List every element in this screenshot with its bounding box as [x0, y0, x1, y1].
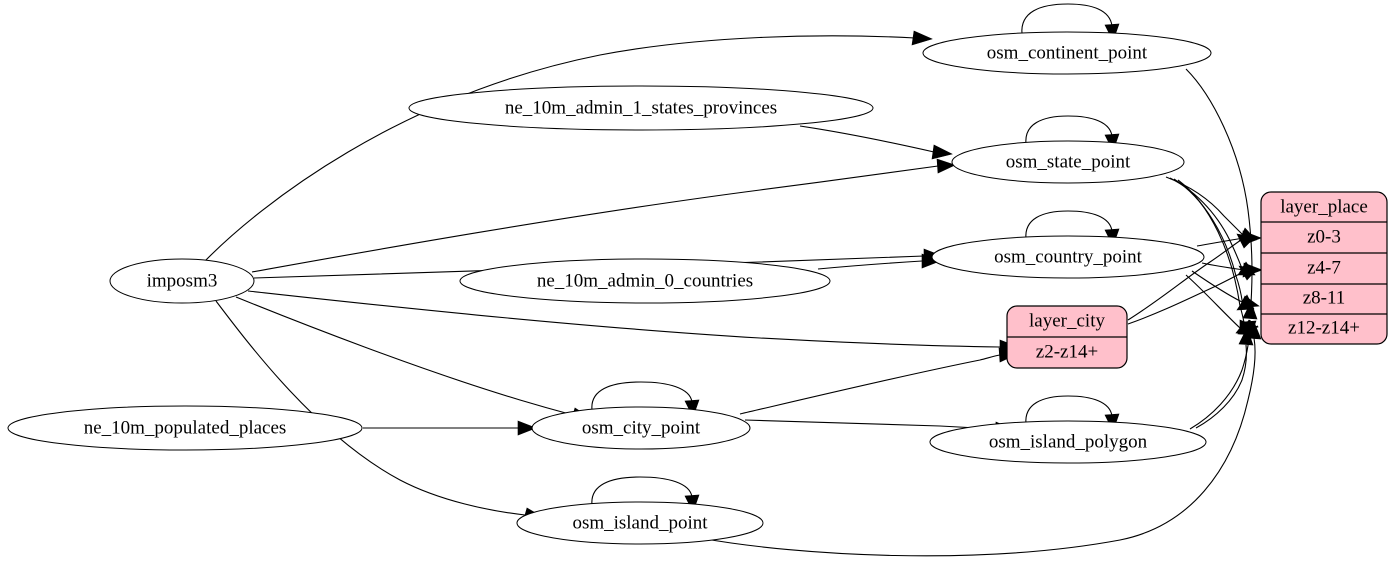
node-label: osm_city_point [582, 417, 701, 438]
edge-layer-city-to-layer-place-z4-7 [1127, 271, 1244, 325]
edge-imposm3-to-osm-island-point [215, 300, 526, 516]
layer-place-row-z4-7[interactable]: z4-7 [1307, 257, 1341, 278]
node-osm-city-point[interactable]: osm_city_point [531, 406, 751, 450]
edge-layer-city-to-layer-place-z0-3 [1127, 239, 1242, 321]
edge-ne-admin-0-countries-to-osm-country-point [817, 260, 923, 270]
node-osm-country-point[interactable]: osm_country_point [931, 235, 1205, 279]
edge-imposm3-to-osm-continent-point [204, 35, 916, 262]
edge-osm-country-point-to-layer-place-z0-3 [1196, 237, 1245, 247]
edge-osm-country-point-to-layer-place-z12-z14 [1185, 274, 1241, 329]
node-ne-10m-admin-1-states-provinces[interactable]: ne_10m_admin_1_states_provinces [408, 85, 874, 131]
record-node-layer-place[interactable]: layer_place z0-3 z4-7 z8-11 z12-z14+ [1260, 191, 1388, 345]
node-label: osm_continent_point [987, 42, 1148, 63]
node-label: imposm3 [147, 270, 218, 291]
node-label: osm_island_point [572, 512, 708, 533]
arrowhead-icon [1242, 301, 1258, 320]
edge-osm-continent-point-to-layer-place-z12 [1185, 68, 1253, 319]
edge-osm-country-point-to-layer-place-z4-7 [1201, 262, 1245, 271]
node-ne-10m-admin-0-countries[interactable]: ne_10m_admin_0_countries [459, 258, 831, 304]
node-imposm3[interactable]: imposm3 [109, 258, 255, 304]
arrowhead-icon [1246, 321, 1262, 340]
edge-osm-city-point-to-layer-city [739, 354, 1001, 415]
layer-place-header: layer_place [1280, 196, 1368, 217]
edge-layer [204, 30, 1263, 557]
edge-osm-state-point-to-layer-place-z8-11 [1173, 178, 1244, 307]
edge-osm-island-point-to-layer-place-z12-z14 [699, 337, 1256, 557]
layer-place-row-z8-11[interactable]: z8-11 [1303, 287, 1346, 308]
self-loop-osm-island-point [591, 476, 693, 506]
node-label: ne_10m_admin_0_countries [537, 270, 753, 291]
node-label: osm_state_point [1006, 151, 1131, 172]
node-label: osm_country_point [994, 246, 1142, 267]
arrowhead-icon [936, 158, 956, 174]
edge-osm-country-point-to-layer-place-z8-11 [1191, 270, 1243, 303]
self-loop-osm-city-point [591, 381, 693, 411]
node-ne-10m-populated-places[interactable]: ne_10m_populated_places [7, 405, 363, 451]
edge-imposm3-to-layer-city [247, 290, 1001, 348]
node-label: ne_10m_admin_1_states_provinces [505, 97, 777, 118]
record-node-layer-city[interactable]: layer_city z2-z14+ [1006, 305, 1128, 369]
layer-city-header: layer_city [1029, 310, 1105, 331]
arrowhead-icon [921, 253, 941, 269]
layer-place-body [1260, 191, 1388, 345]
node-osm-island-point[interactable]: osm_island_point [516, 501, 764, 545]
arrowhead-icon [517, 420, 537, 436]
edge-osm-island-polygon-to-layer-place-z12-z14 [1195, 344, 1247, 429]
node-label: osm_island_polygon [989, 431, 1148, 452]
arrowhead-icon [1236, 233, 1256, 249]
node-osm-continent-point[interactable]: osm_continent_point [922, 31, 1212, 75]
node-osm-island-polygon[interactable]: osm_island_polygon [929, 420, 1207, 464]
arrowhead-icon [931, 144, 953, 160]
edge-osm-city-point-to-osm-island-polygon [744, 419, 997, 430]
arrowhead-icon [911, 30, 933, 46]
record-node-layer: layer_place z0-3 z4-7 z8-11 z12-z14+ lay… [1006, 191, 1388, 369]
self-loop-osm-country-point [1025, 210, 1113, 240]
layer-place-row-z12-z14[interactable]: z12-z14+ [1288, 317, 1360, 338]
self-loop-osm-continent-point [1021, 3, 1113, 35]
node-label: ne_10m_populated_places [84, 417, 287, 438]
edge-osm-island-polygon-to-layer-place-z8-11 [1189, 319, 1251, 430]
layer-place-row-z0-3[interactable]: z0-3 [1307, 226, 1341, 247]
layer-city-row-z2-z14[interactable]: z2-z14+ [1036, 341, 1098, 362]
edge-imposm3-to-osm-city-point [235, 296, 574, 416]
edge-osm-state-point-to-layer-place-z0-3 [1165, 176, 1244, 236]
self-loop-osm-state-point [1025, 115, 1113, 145]
edge-ne-states-provinces-to-osm-state-point [799, 125, 935, 153]
node-layer: imposm3 ne_10m_admin_1_states_provinces … [7, 31, 1212, 545]
arrowhead-icon [1238, 265, 1258, 281]
node-osm-state-point[interactable]: osm_state_point [951, 140, 1185, 184]
self-loop-osm-island-polygon [1025, 395, 1113, 425]
edge-imposm3-to-osm-state-point [251, 165, 939, 273]
